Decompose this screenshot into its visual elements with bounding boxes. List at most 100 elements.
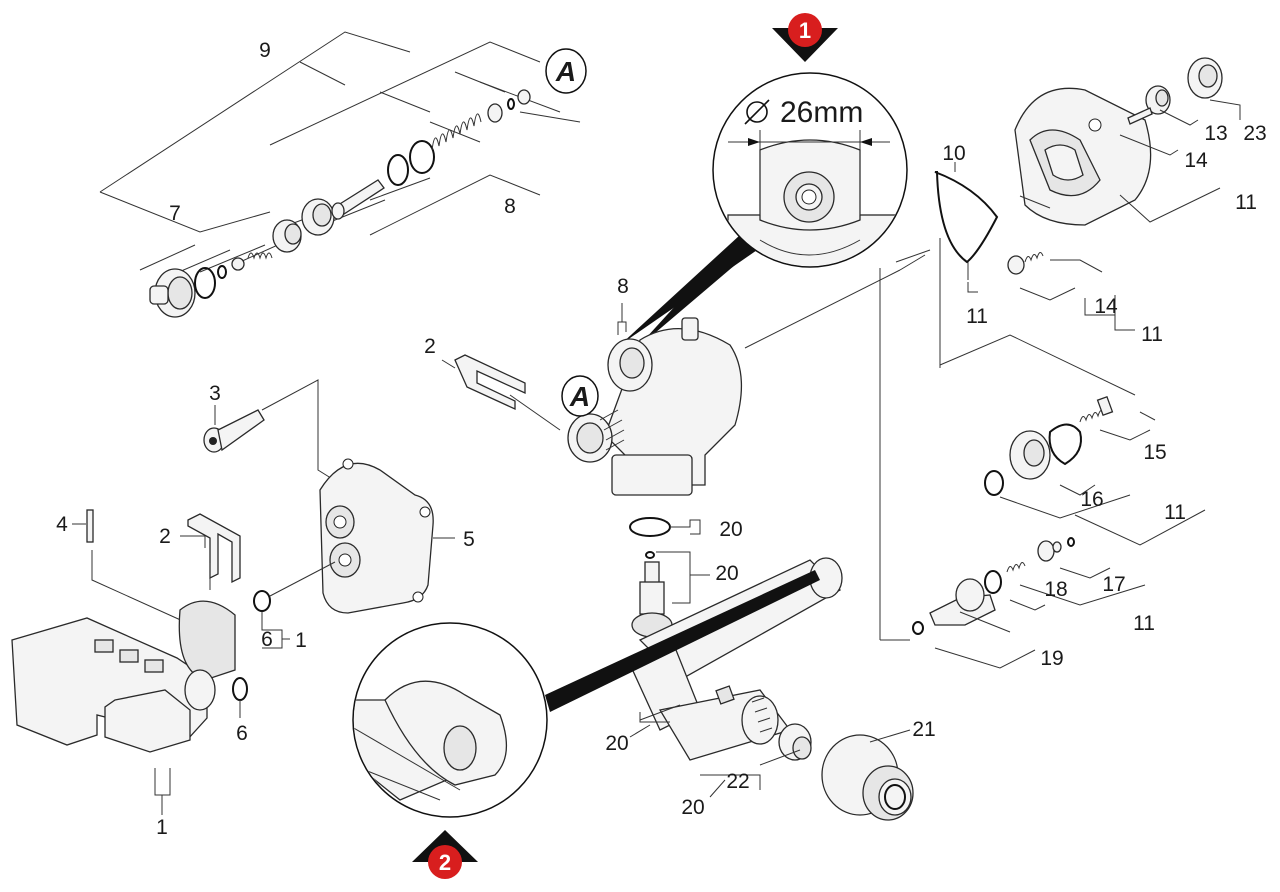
callout-14: 14	[1184, 149, 1208, 172]
callout-20: 20	[715, 562, 738, 585]
valve-seat-part	[1037, 540, 1062, 562]
o-ring-part	[984, 570, 1002, 594]
callout-5: 5	[463, 528, 475, 551]
o-ring-tiny-part	[507, 98, 515, 110]
callout-2: 2	[159, 525, 171, 548]
valve-pin-part	[1127, 107, 1153, 125]
callout-11: 11	[1164, 501, 1186, 524]
reference-mark-a: A	[545, 48, 587, 94]
callout-6: 6	[261, 628, 273, 651]
detail-2-pointer	[545, 570, 820, 712]
valve-spring-part	[1079, 395, 1114, 423]
detail-badge-1: 1	[772, 13, 838, 62]
callout-11: 11	[1133, 612, 1155, 635]
o-ring-small-part	[217, 265, 227, 279]
reference-mark-a-pump: A	[561, 375, 599, 417]
reference-mark-text: A	[555, 56, 576, 87]
callout-3: 3	[209, 382, 221, 405]
detail-badge-2: 2	[412, 830, 478, 879]
o-ring-tiny-part	[1067, 537, 1075, 547]
screw-part	[203, 409, 265, 453]
o-ring-part	[387, 154, 409, 186]
gasket-part	[934, 171, 999, 264]
cylinder-head-part	[1014, 87, 1152, 226]
seal-part	[1048, 423, 1082, 466]
inlet-assembly-group	[627, 517, 914, 821]
valve-assembly-group: A	[99, 31, 587, 318]
callout-11: 11	[1235, 191, 1257, 214]
o-ring-small-part	[912, 621, 924, 635]
o-ring-part	[984, 470, 1004, 496]
valve-spring-part	[1007, 252, 1044, 275]
spring-large-part	[431, 113, 482, 151]
o-ring-small-part	[645, 551, 655, 559]
callout-18: 18	[1044, 578, 1067, 601]
callout-10: 10	[942, 142, 965, 165]
ball-part	[231, 257, 245, 271]
callout-1: 1	[156, 816, 168, 839]
o-ring-large-part	[409, 140, 435, 174]
pump-base-part	[11, 600, 236, 753]
callout-17: 17	[1102, 573, 1125, 596]
callout-8: 8	[504, 195, 516, 218]
callout-labels: 9 7 8 8 2 3 4 2 5 6 1 6 1 20 20 20 20 21…	[56, 39, 1267, 839]
callout-11: 11	[1141, 323, 1163, 346]
callout-20: 20	[719, 518, 742, 541]
callout-23: 23	[1243, 122, 1266, 145]
retaining-clip-part	[454, 354, 526, 411]
svg-text:A: A	[569, 381, 590, 412]
callout-22: 22	[726, 770, 749, 793]
valve-sleeve-part	[301, 198, 335, 236]
o-ring-part	[194, 267, 216, 299]
callout-8: 8	[617, 275, 629, 298]
valve-assembly-part	[1009, 430, 1051, 480]
callout-11: 11	[966, 305, 988, 328]
cylinder-head-group	[895, 57, 1241, 669]
callout-20: 20	[605, 732, 628, 755]
pump-head-flange	[611, 454, 693, 496]
callout-19: 19	[1040, 647, 1063, 670]
diameter-symbol	[744, 99, 770, 125]
bracket-assembly-group	[11, 379, 455, 815]
cap-nut-part	[517, 89, 531, 105]
pin-part	[86, 509, 94, 543]
detail-badge-1-number: 1	[799, 18, 811, 43]
dimension-label: 26mm	[780, 96, 863, 129]
housing-part	[319, 458, 434, 614]
callout-13: 13	[1204, 122, 1227, 145]
o-ring-part	[253, 590, 271, 612]
callout-1: 1	[295, 629, 307, 652]
strainer-part	[778, 723, 812, 761]
o-ring-part	[629, 517, 671, 537]
check-valve-insert-part	[631, 561, 673, 638]
valve-cap-part	[149, 268, 196, 318]
callout-2: 2	[424, 335, 436, 358]
callout-20: 20	[681, 796, 704, 819]
callout-7: 7	[169, 202, 181, 225]
callout-21: 21	[912, 718, 935, 741]
pump-head-group: A	[441, 254, 926, 641]
valve-seat-part	[272, 219, 302, 253]
valve-plug-part	[1145, 85, 1171, 115]
detail-2-group: 2	[352, 570, 820, 879]
callout-4: 4	[56, 513, 68, 536]
detail-badge-2-number: 2	[439, 850, 451, 875]
spring-small-part	[247, 252, 273, 260]
valve-cap-part	[1187, 57, 1223, 99]
callout-14: 14	[1094, 295, 1118, 318]
callout-15: 15	[1143, 441, 1166, 464]
hose-coupling-part	[821, 734, 914, 821]
retaining-clip-part-left	[187, 513, 241, 584]
spring-seat-part	[487, 103, 503, 123]
valve-body-part	[929, 578, 996, 626]
callout-6: 6	[236, 722, 248, 745]
callout-9: 9	[259, 39, 271, 62]
o-ring-part	[232, 677, 248, 701]
pump-head-threaded-outlet	[567, 409, 625, 463]
detail-1-group: 26mm 1	[620, 13, 908, 350]
callout-16: 16	[1080, 488, 1103, 511]
pump-head-nipple	[681, 317, 699, 341]
valve-spring-part	[1006, 562, 1026, 573]
